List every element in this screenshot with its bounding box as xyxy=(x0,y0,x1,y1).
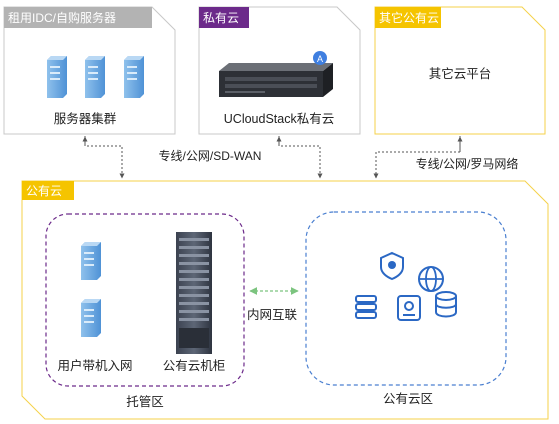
right-link xyxy=(373,136,463,179)
public-cloud-zone xyxy=(305,211,507,386)
right-link-label: 专线/公网/罗马网络 xyxy=(416,156,519,171)
other-label: 其它云平台 xyxy=(429,66,492,81)
idc-label: 服务器集群 xyxy=(54,111,117,126)
logo-icon: A xyxy=(313,51,327,65)
private-tag-bg xyxy=(199,7,249,28)
public-zone-title: 公有云区 xyxy=(383,392,433,406)
user-label: 用户带机入网 xyxy=(57,358,132,373)
private-label: UCloudStack私有云 xyxy=(224,112,334,126)
rack-label: 公有云机柜 xyxy=(163,359,226,373)
left-link xyxy=(82,136,125,179)
idc-tag-bg xyxy=(4,7,152,28)
hosting-title: 托管区 xyxy=(126,394,164,409)
left-link-label: 专线/公网/SD-WAN xyxy=(159,148,262,163)
idc-tag: 租用IDC/自购服务器 xyxy=(8,10,116,25)
hosting-zone: 用户带机入网 公有云机柜 xyxy=(45,213,245,387)
private-cloud-box: 私有云 A UCloudStack私有云 xyxy=(198,6,361,135)
public-tag-bg xyxy=(22,181,74,200)
shield-icon xyxy=(380,251,404,281)
other-tag: 其它公有云 xyxy=(379,10,439,25)
server-icon xyxy=(81,299,101,337)
other-tag-bg xyxy=(375,7,441,28)
public-cloud-box: 公有云 xyxy=(21,180,549,420)
server-icon xyxy=(124,56,144,98)
idc-box: 租用IDC/自购服务器 服务器集群 xyxy=(3,6,176,135)
svg-text:A: A xyxy=(317,54,323,64)
server-icon xyxy=(47,56,67,98)
other-cloud-box: 其它公有云 其它云平台 xyxy=(374,6,546,135)
private-tag: 私有云 xyxy=(203,11,239,25)
server-icon xyxy=(81,242,101,280)
storage-icon xyxy=(355,295,377,319)
globe-icon xyxy=(418,266,444,292)
safe-icon xyxy=(397,295,421,321)
middle-link xyxy=(276,136,323,179)
database-icon xyxy=(435,291,457,318)
rack-icon xyxy=(176,232,212,354)
server-appliance-icon xyxy=(219,63,333,97)
inner-link-label: 内网互联 xyxy=(247,308,298,322)
public-tag: 公有云 xyxy=(26,184,62,198)
server-icon xyxy=(85,56,105,98)
